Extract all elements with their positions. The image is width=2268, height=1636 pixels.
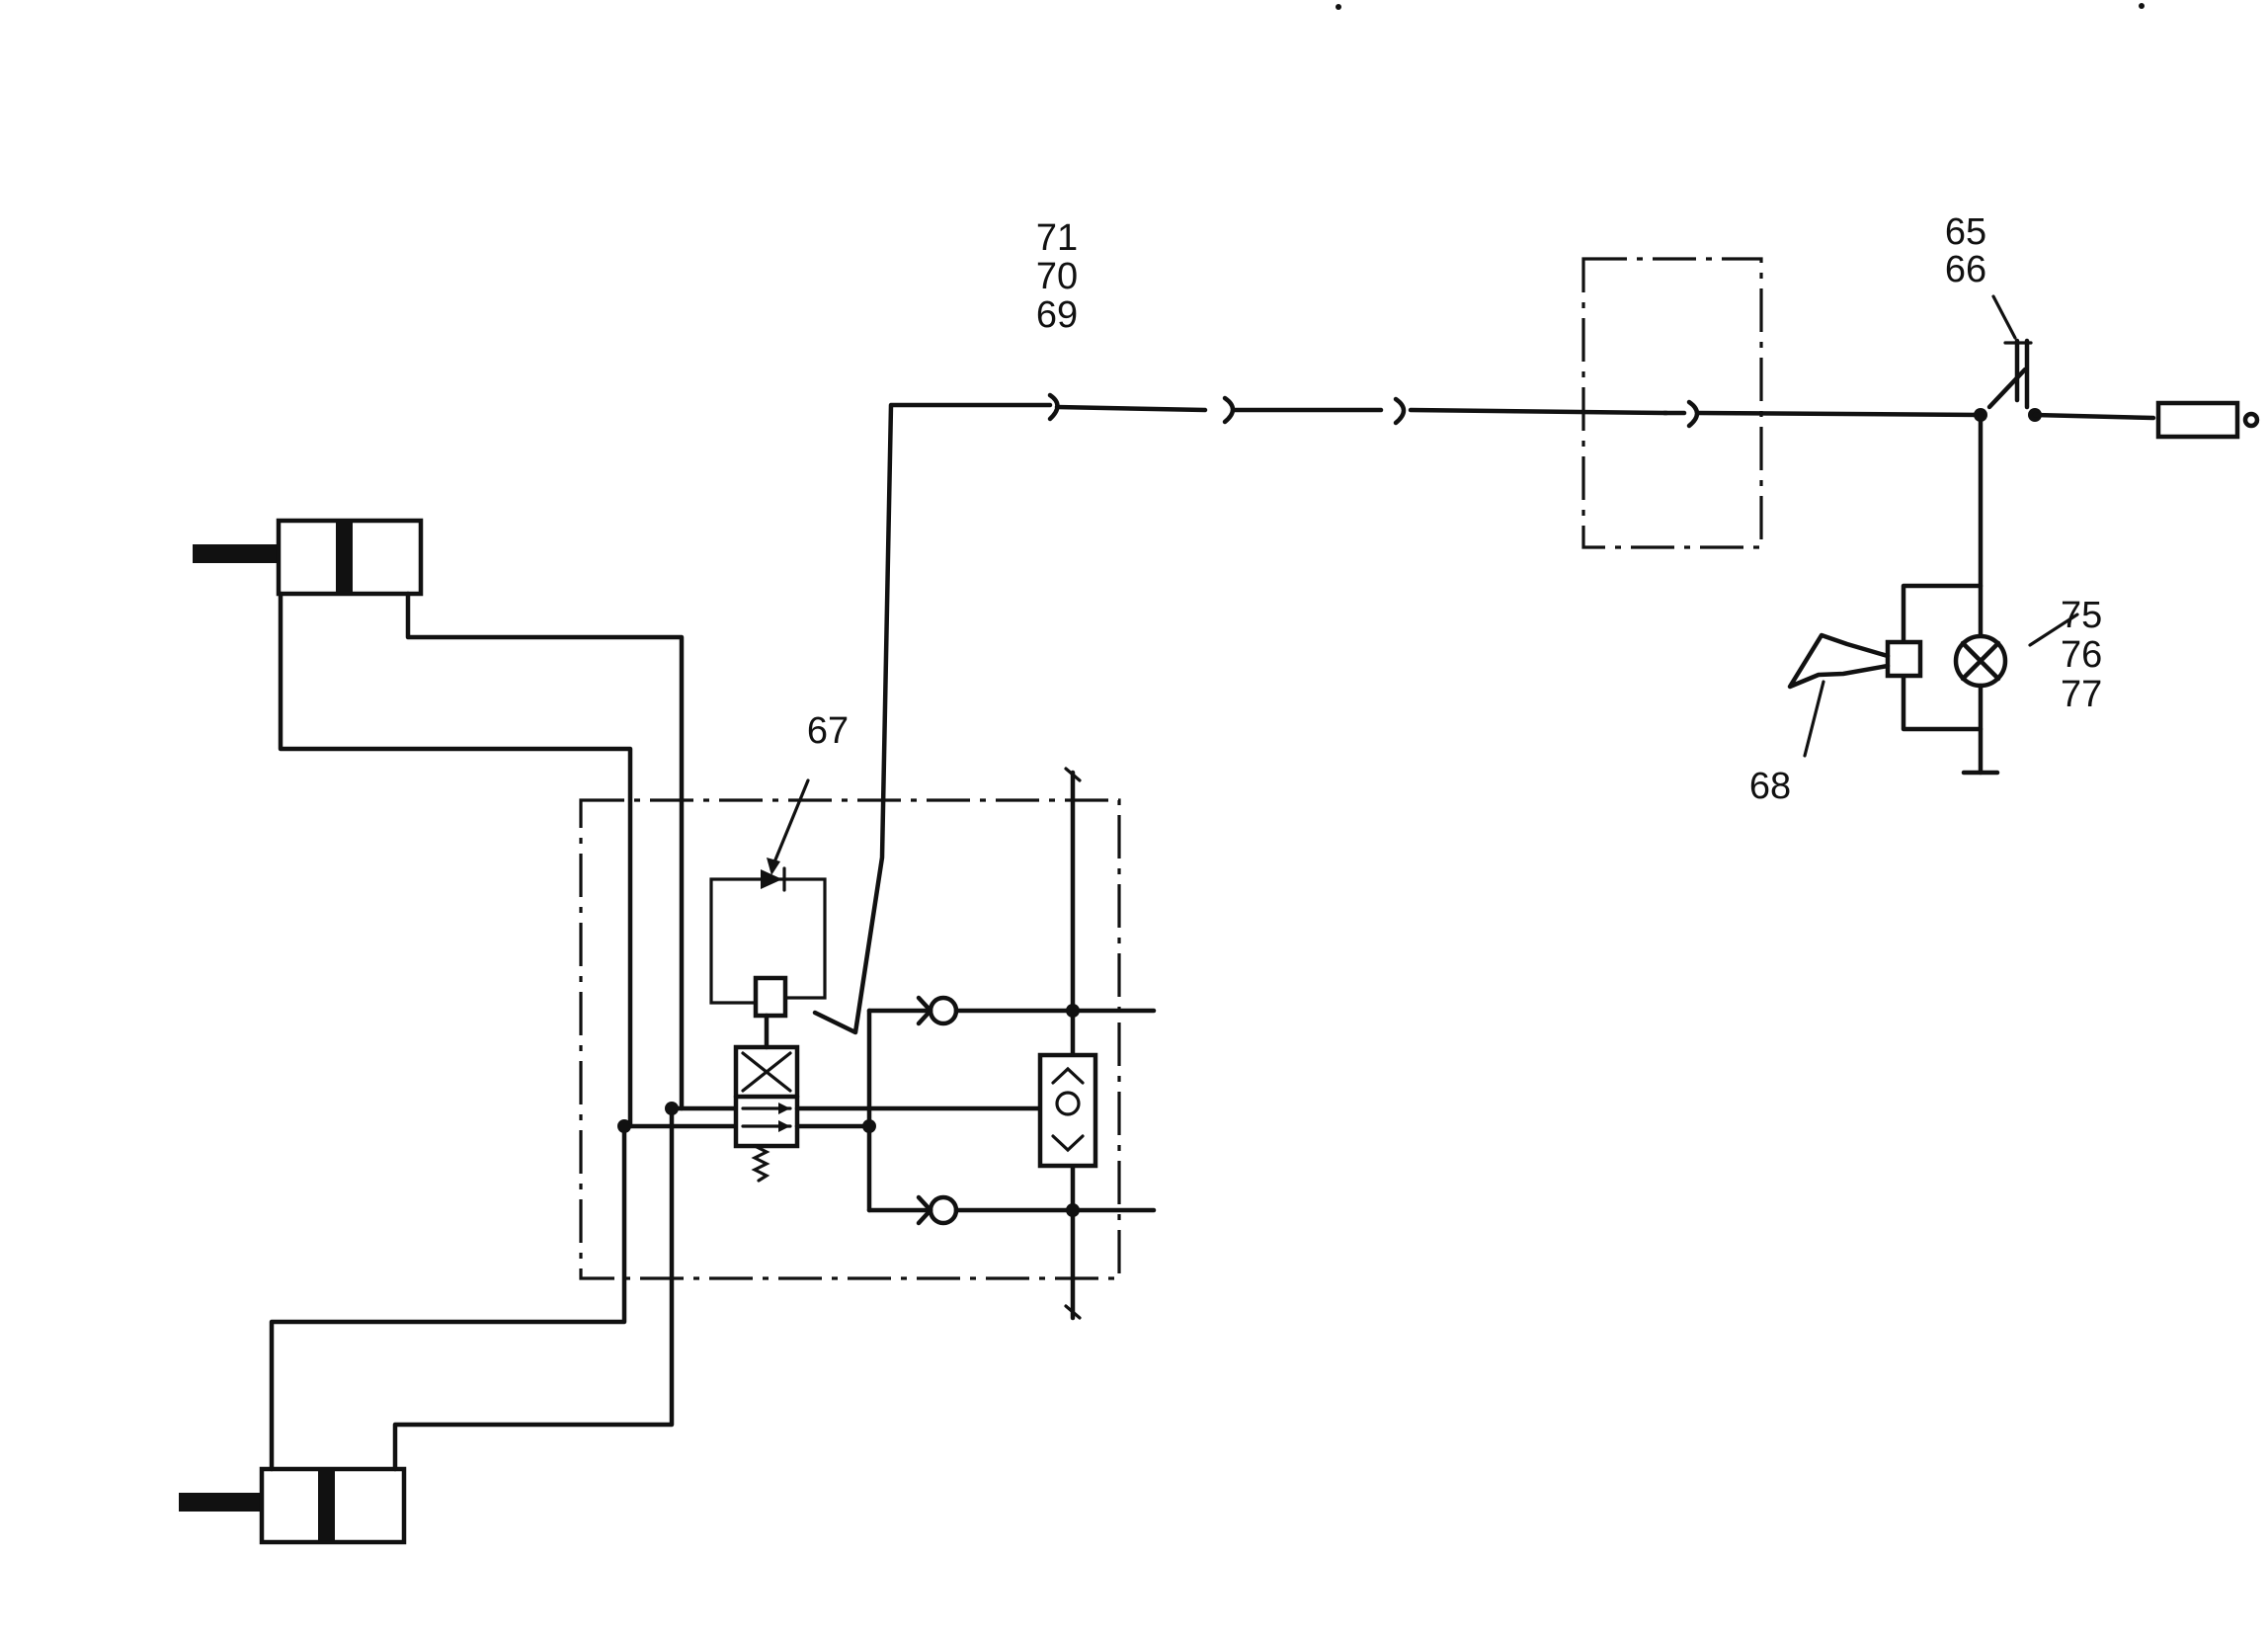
leader-lines bbox=[767, 294, 2079, 875]
rail-lines bbox=[953, 767, 1157, 1321]
reference-labels: 71 70 69 65 66 67 68 75 76 77 bbox=[807, 211, 2102, 807]
pressure-switch-icon bbox=[1986, 338, 2156, 422]
diode-icon bbox=[761, 866, 786, 892]
solenoid-valve bbox=[709, 866, 827, 1183]
horn-icon bbox=[1787, 632, 1891, 690]
horn-wire-bottom bbox=[1901, 673, 1984, 732]
line-upper-inner bbox=[278, 591, 633, 1129]
wire-from-solenoid bbox=[812, 402, 1053, 1035]
check-valve-icon bbox=[916, 1194, 959, 1226]
valve-block-boundary bbox=[579, 798, 1121, 1280]
connector-icon bbox=[1393, 396, 1407, 426]
junction-dot bbox=[665, 1102, 679, 1115]
junction-dot bbox=[1066, 1004, 1080, 1018]
scan-marks bbox=[1336, 3, 2145, 10]
leader-68 bbox=[1803, 680, 1825, 758]
junction-dot bbox=[862, 1119, 876, 1133]
horn-wire-top bbox=[1901, 583, 1984, 645]
label-66: 66 bbox=[1945, 249, 1986, 290]
upper-cylinder-piston bbox=[336, 521, 353, 594]
label-70: 70 bbox=[1036, 256, 1078, 297]
fuse-icon bbox=[2155, 400, 2260, 440]
label-68: 68 bbox=[1749, 766, 1791, 807]
connector-icon bbox=[1222, 395, 1236, 425]
label-77: 77 bbox=[2061, 674, 2102, 715]
label-76: 76 bbox=[2061, 634, 2102, 676]
warning-lamp-icon bbox=[1953, 633, 2008, 689]
ground-icon bbox=[1961, 683, 2000, 776]
lower-cylinder-piston bbox=[318, 1469, 335, 1542]
label-65: 65 bbox=[1945, 211, 1986, 253]
lower-cylinder bbox=[179, 1466, 407, 1545]
line-upper-outer bbox=[405, 591, 685, 1111]
valve-spring bbox=[751, 1144, 770, 1183]
label-69: 69 bbox=[1036, 294, 1078, 336]
leader-75 bbox=[2028, 613, 2079, 647]
shuttle-valve-icon bbox=[1037, 1052, 1098, 1169]
upper-cylinder bbox=[193, 518, 424, 597]
label-75: 75 bbox=[2061, 595, 2102, 636]
line-lower-outer bbox=[269, 1123, 627, 1472]
valve-outlet-lines bbox=[794, 1008, 1043, 1213]
leader-67 bbox=[770, 778, 810, 871]
hydraulic-lines bbox=[269, 591, 739, 1472]
connector-icon bbox=[1661, 399, 1700, 429]
module-boundary bbox=[1581, 257, 1763, 549]
solenoid-coil bbox=[753, 975, 788, 1019]
label-67: 67 bbox=[807, 710, 849, 752]
junction-dot bbox=[617, 1119, 631, 1133]
leader-65 bbox=[1991, 294, 2017, 340]
line-lower-inner bbox=[392, 1105, 675, 1472]
horn-circuit bbox=[1787, 583, 1984, 732]
arrowhead bbox=[767, 858, 780, 875]
junction-dot bbox=[1066, 1203, 1080, 1217]
connector-icon bbox=[1047, 392, 1060, 422]
label-71: 71 bbox=[1036, 217, 1078, 259]
electrical-line bbox=[812, 402, 1987, 1035]
horn-coil bbox=[1885, 639, 1923, 679]
